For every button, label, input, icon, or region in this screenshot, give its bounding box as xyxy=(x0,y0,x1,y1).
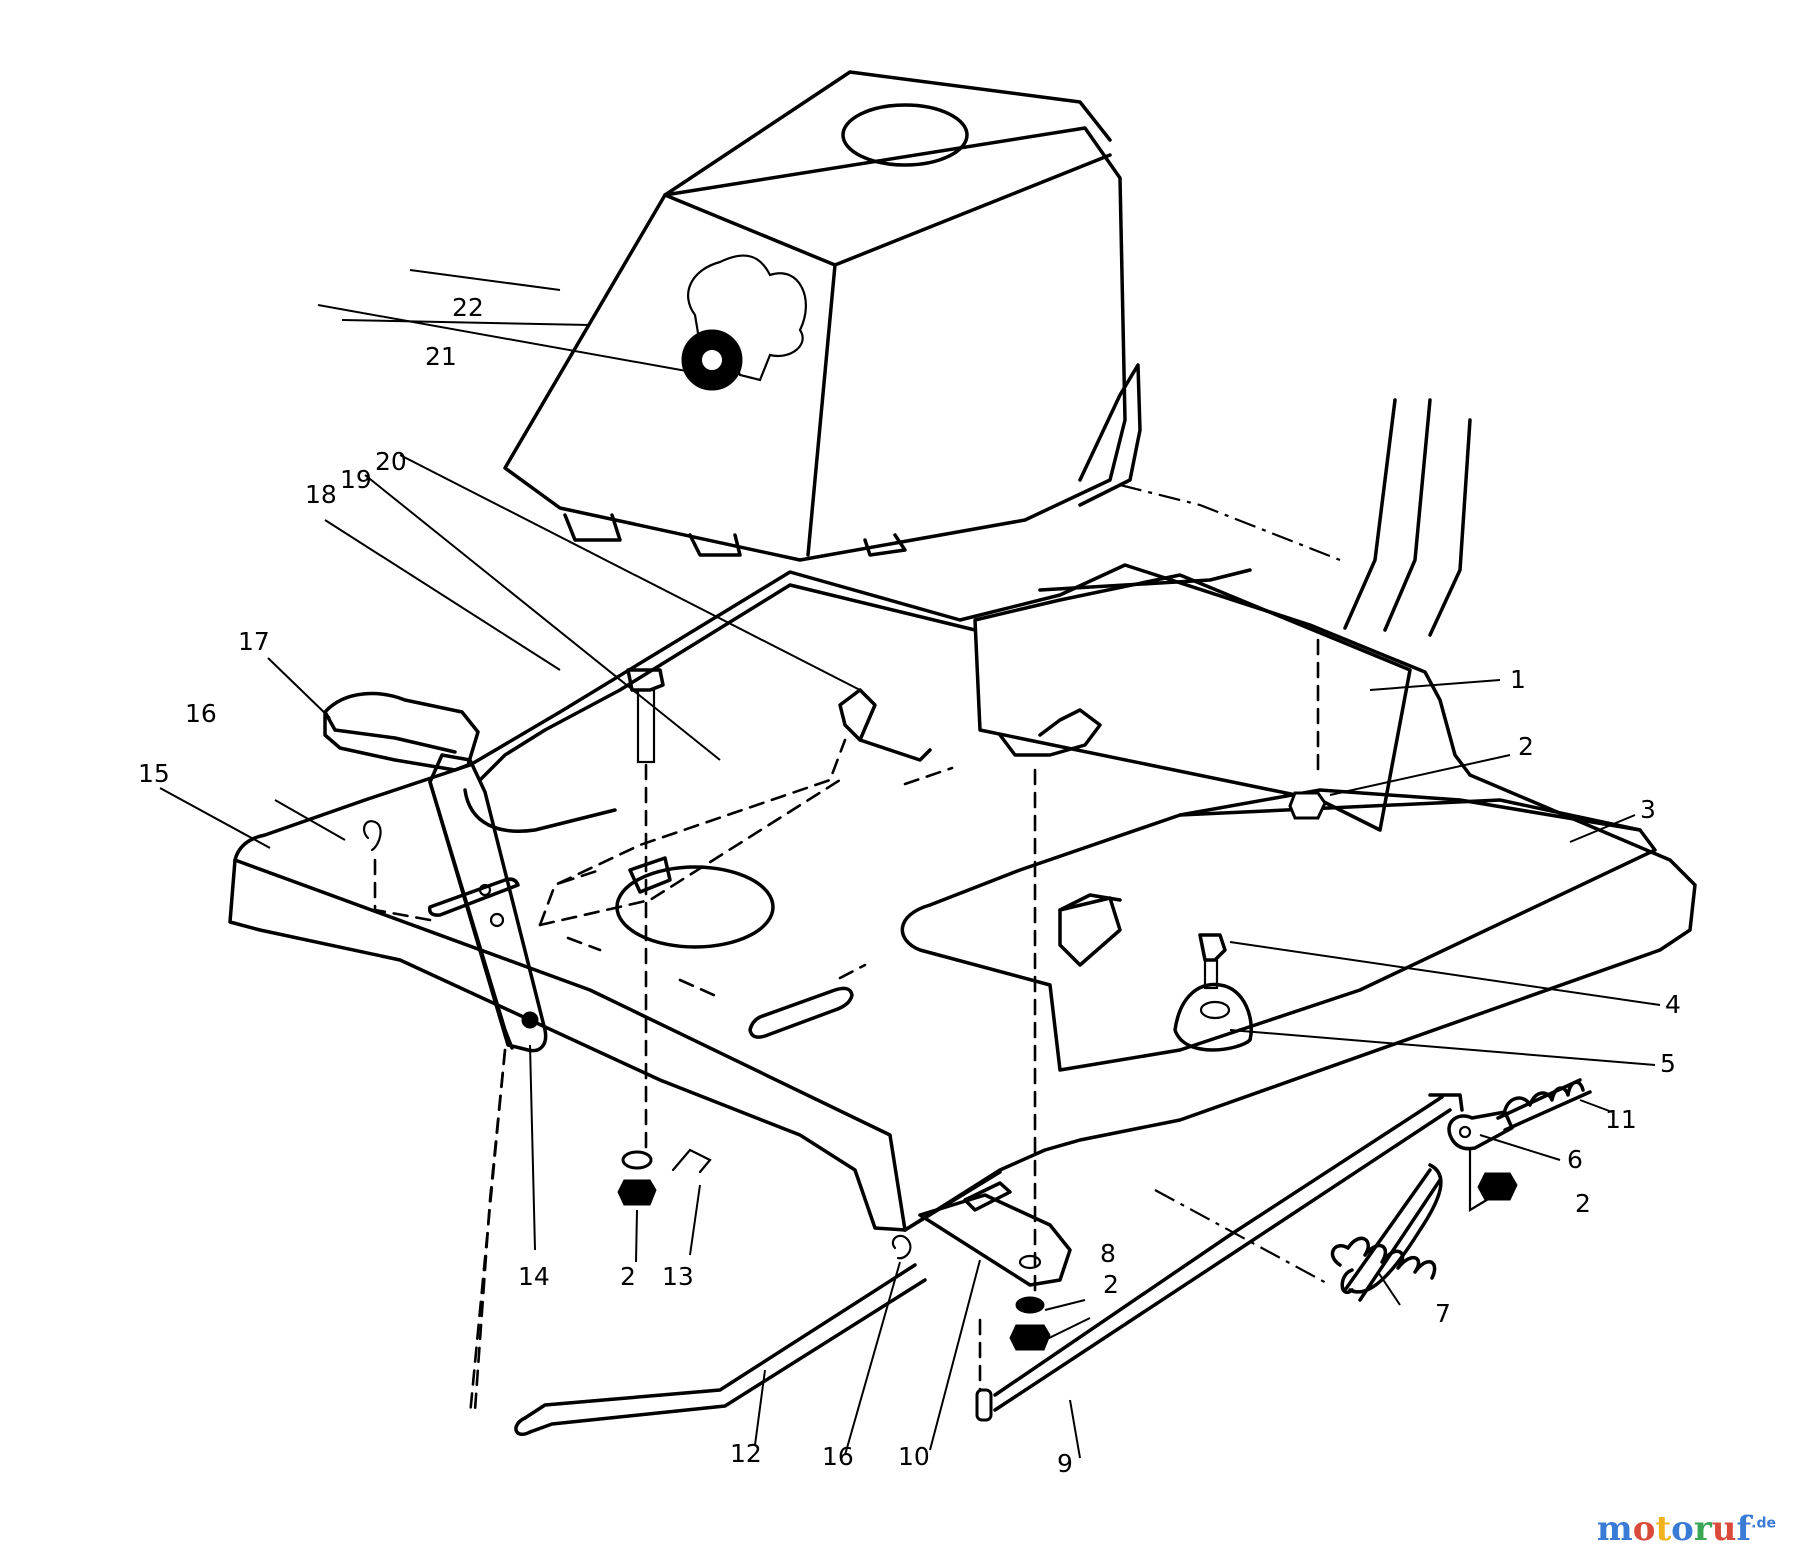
callout-20: 20 xyxy=(375,447,407,476)
callout-15: 15 xyxy=(138,759,170,788)
callout-19: 19 xyxy=(340,465,372,494)
watermark-letter: m xyxy=(1596,1509,1633,1549)
bolt-18 xyxy=(626,668,665,1162)
callout-22: 22 xyxy=(452,293,484,322)
fuel-tank xyxy=(503,70,1127,562)
callout-9: 9 xyxy=(1057,1449,1073,1478)
brake-plate xyxy=(918,1181,1072,1422)
callout-10: 10 xyxy=(898,1442,930,1471)
callout-13: 13 xyxy=(662,1262,694,1291)
callout-labels: 1 2 3 4 5 6 7 8 9 10 11 12 13 14 15 16 1… xyxy=(138,293,1681,1478)
callout-2: 2 xyxy=(1518,732,1534,761)
bolt-plate xyxy=(1173,933,1253,1052)
callout-17: 17 xyxy=(238,627,270,656)
brake-rods xyxy=(514,1093,1464,1436)
callout-2-center: 2 xyxy=(1103,1270,1119,1299)
hairpin-16-left xyxy=(362,820,432,922)
callout-16: 16 xyxy=(185,699,217,728)
seat-back-outline xyxy=(1078,363,1472,637)
nut-washer-left xyxy=(617,1148,712,1206)
callout-21: 21 xyxy=(425,342,457,371)
dashed-guide-pedal xyxy=(473,1048,507,1412)
callout-14: 14 xyxy=(518,1262,550,1291)
watermark-letter: f xyxy=(1736,1509,1752,1549)
watermark-letter: o xyxy=(1671,1509,1694,1549)
spring-7 xyxy=(1154,1163,1443,1302)
callout-2-left: 2 xyxy=(620,1262,636,1291)
watermark-letter: u xyxy=(1711,1509,1737,1549)
callout-4: 4 xyxy=(1665,990,1681,1019)
watermark-letter: o xyxy=(1632,1509,1656,1549)
callout-1: 1 xyxy=(1510,665,1526,694)
seat-bracket xyxy=(538,688,1102,927)
callout-3: 3 xyxy=(1640,795,1656,824)
callout-12: 12 xyxy=(730,1439,762,1468)
watermark-letter: r xyxy=(1693,1509,1712,1549)
callout-2-right: 2 xyxy=(1575,1189,1591,1218)
leader-lines xyxy=(159,269,1661,1459)
nut-2-right xyxy=(1288,791,1327,820)
spring-11-link xyxy=(1447,1078,1592,1212)
callout-8: 8 xyxy=(1100,1239,1116,1268)
callout-6: 6 xyxy=(1567,1145,1583,1174)
callout-5: 5 xyxy=(1660,1049,1676,1078)
watermark-letter: t xyxy=(1655,1509,1672,1549)
callout-18: 18 xyxy=(305,480,337,509)
callout-11: 11 xyxy=(1605,1105,1637,1134)
motoruf-watermark: motoruf.de xyxy=(1597,1509,1776,1549)
seat-deck xyxy=(228,563,1697,1232)
callout-7: 7 xyxy=(1435,1299,1451,1328)
watermark-suffix: .de xyxy=(1751,1515,1776,1532)
callout-16-center: 16 xyxy=(822,1442,854,1471)
